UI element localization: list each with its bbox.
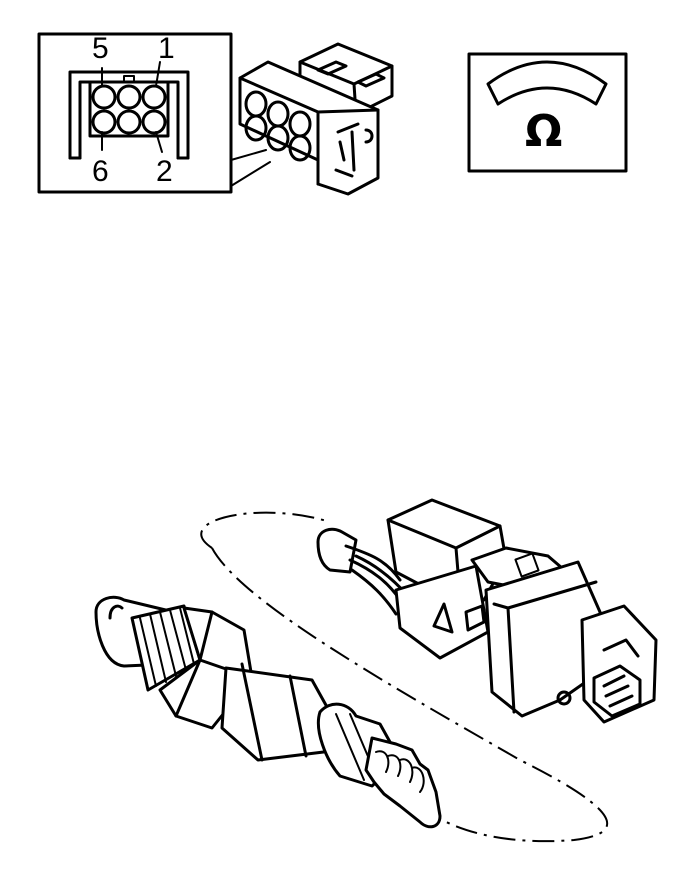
pin-label-6: 6 — [92, 155, 109, 188]
pin-3 — [116, 84, 142, 110]
pin-label-5: 5 — [92, 32, 109, 65]
oxygen-sensor-icon — [94, 595, 442, 829]
ohm-symbol: Ω — [525, 106, 562, 157]
meter-frame — [467, 52, 628, 173]
leader-1 — [155, 61, 161, 87]
meter-scale-arc — [486, 60, 608, 106]
pin-2 — [141, 109, 167, 135]
pinout-pin-block — [88, 80, 170, 138]
pin-1 — [141, 84, 167, 110]
inset-frame — [37, 32, 233, 194]
pin-label-1: 1 — [158, 32, 175, 65]
harness-dashed-loop — [200, 511, 609, 843]
pin-5 — [91, 84, 117, 110]
pin-label-2: 2 — [156, 155, 173, 188]
connector-pinout-inset: 5 1 6 2 — [37, 32, 233, 194]
pin-6 — [91, 109, 117, 135]
pin-4 — [116, 109, 142, 135]
sensor-connector-icon — [316, 498, 658, 724]
callout-lines — [230, 149, 271, 187]
leader-2 — [155, 131, 163, 153]
oxygen-sensor-assembly — [94, 498, 658, 843]
ohmmeter-icon: Ω — [467, 52, 628, 173]
connector-3d-view — [238, 42, 394, 196]
